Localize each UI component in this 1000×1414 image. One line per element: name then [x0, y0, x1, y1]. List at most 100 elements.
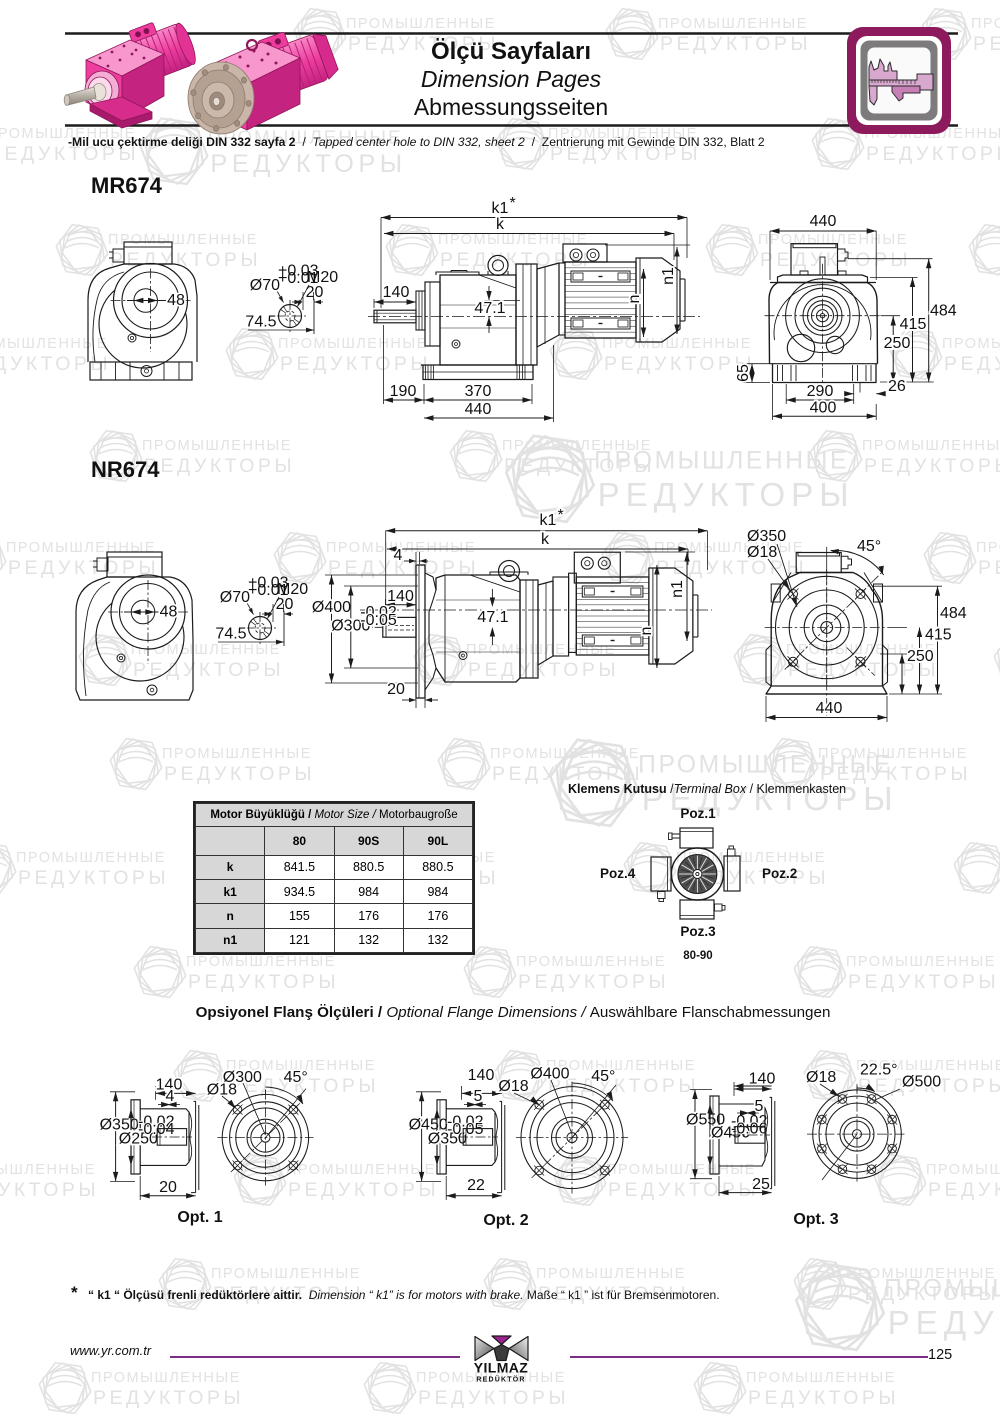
svg-text:Ø18: Ø18: [806, 1069, 836, 1086]
svg-text:ПРОМЫШЛЕННЫЕ: ПРОМЫШЛЕННЫЕ: [91, 1370, 241, 1386]
svg-text:Ø18: Ø18: [498, 1078, 528, 1095]
svg-text:-0.04: -0.04: [138, 1121, 175, 1138]
svg-text:ПРОМЫШЛЕННЫЕ: ПРОМЫШЛЕННЫЕ: [186, 954, 336, 970]
svg-text:k1: k1: [540, 512, 557, 529]
svg-text:-0.05: -0.05: [447, 1121, 484, 1138]
svg-text:ПРОМЫШЛЕННЫЕ: ПРОМЫШЛЕННЫЕ: [971, 16, 1000, 32]
svg-text:ПРОМЫШЛЕННЫЕ: ПРОМЫШЛЕННЫЕ: [438, 232, 588, 248]
svg-text:140: 140: [387, 588, 414, 605]
svg-text:YILMAZ: YILMAZ: [474, 1360, 529, 1376]
svg-text:РЕДУКТОРЫ: РЕДУКТОРЫ: [213, 1283, 364, 1305]
svg-text:ПРОМЫШЛЕННЫЕ: ПРОМЫШЛЕННЫЕ: [278, 336, 428, 352]
svg-text:ПРОМЫШЛЕННЫЕ: ПРОМЫШЛЕННЫЕ: [516, 954, 666, 970]
svg-text:ПРОМЫШЛЕННЫЕ: ПРОМЫШЛЕННЫЕ: [6, 540, 156, 556]
svg-text:РЕДУКТОРЫ: РЕДУКТОРЫ: [518, 971, 669, 993]
svg-text:РЕДУКТОРЫ: РЕДУКТОРЫ: [133, 659, 284, 681]
svg-text:190: 190: [390, 383, 417, 400]
svg-text:484: 484: [940, 605, 967, 622]
svg-text:370: 370: [465, 383, 492, 400]
svg-text:k1: k1: [492, 200, 509, 217]
svg-text:+0.03: +0.03: [278, 263, 319, 280]
svg-text:ПРОМЫШЛЕННЫЕ: ПРОМЫШЛЕННЫЕ: [162, 746, 312, 762]
svg-text:РЕДУКТОРЫ: РЕДУКТОРЫ: [348, 33, 499, 55]
svg-text:ПРОМЫШЛЕННЫЕ: ПРОМЫШЛЕННЫЕ: [226, 1058, 376, 1074]
svg-text:n1: n1: [669, 580, 686, 598]
svg-text:ПРОМЫШЛЕННЫЕ: ПРОМЫШЛЕННЫЕ: [0, 336, 108, 352]
svg-text:4: 4: [394, 547, 403, 564]
svg-text:РЕДУКТОРЫ: РЕДУКТОРЫ: [660, 33, 811, 55]
svg-text:ПРОМЫШЛЕННЫЕ: ПРОМЫШЛЕННЫЕ: [758, 232, 908, 248]
svg-text:РЕДУКТОРЫ: РЕДУКТОРЫ: [548, 1075, 699, 1097]
svg-text:290: 290: [807, 383, 834, 400]
svg-text:ПРОМЫШЛЕННЫЕ: ПРОМЫШЛЕННЫЕ: [0, 1162, 96, 1178]
svg-text:45°: 45°: [284, 1069, 308, 1086]
svg-text:k: k: [496, 216, 505, 233]
svg-text:484: 484: [930, 303, 957, 320]
svg-text:n: n: [626, 295, 643, 304]
svg-text:Ø70: Ø70: [220, 589, 250, 606]
svg-text:65: 65: [735, 364, 752, 382]
svg-text:ПРОМЫШЛЕННЫЕ: ПРОМЫШЛЕННЫЕ: [416, 1370, 566, 1386]
svg-text:45°: 45°: [591, 1068, 615, 1085]
svg-text:400: 400: [810, 400, 837, 417]
svg-text:РЕДУКТОРЫ: РЕДУКТОРЫ: [0, 353, 111, 375]
svg-text:Ø350: Ø350: [428, 1131, 467, 1148]
svg-text:Ø300: Ø300: [223, 1069, 262, 1086]
svg-text:Ø550: Ø550: [686, 1112, 725, 1129]
svg-text:440: 440: [810, 213, 837, 230]
svg-text:ПРОМЫШЛЕННЫЕ: ПРОМЫШЛЕННЫЕ: [536, 1266, 686, 1282]
svg-text:Ø400: Ø400: [312, 599, 351, 616]
svg-text:ПРОМЫШЛЕННЫЕ: ПРОМЫШЛЕННЫЕ: [16, 850, 166, 866]
svg-text:ПРОМЫШЛЕННЫЕ: ПРОМЫШЛЕННЫЕ: [846, 1266, 996, 1282]
svg-text:РЕДУКТОРЫ: РЕДУКТОРЫ: [978, 557, 1000, 579]
svg-text:M20: M20: [277, 581, 308, 598]
svg-text:РЕДУКТОРЫ: РЕДУКТОРЫ: [848, 971, 999, 993]
svg-text:РЕДУКТОРЫ: РЕДУКТОРЫ: [8, 557, 159, 579]
svg-text:РЕДУКТОРЫ: РЕДУКТОРЫ: [656, 557, 807, 579]
svg-text:5: 5: [474, 1088, 483, 1105]
svg-text:ПРОМЫШЛЕННЫЕ: ПРОМЫШЛЕННЫЕ: [658, 16, 808, 32]
svg-text:РЕДУКТОРЫ: РЕДУКТОРЫ: [228, 1075, 379, 1097]
svg-text:РЕДУКТОРЫ: РЕДУКТОРЫ: [144, 455, 295, 477]
svg-text:РЕДУКТОРЫ: РЕДУКТОРЫ: [538, 1283, 689, 1305]
svg-text:n1: n1: [660, 267, 677, 285]
svg-text:n: n: [638, 627, 655, 636]
svg-text:*: *: [558, 507, 564, 524]
svg-text:РЕДУКТОРЫ: РЕДУКТОРЫ: [748, 1387, 899, 1409]
svg-text:M20: M20: [307, 269, 338, 286]
svg-text:ПРОМЫШЛЕННЫЕ: ПРОМЫШЛЕННЫЕ: [602, 336, 752, 352]
svg-text:Ø350: Ø350: [100, 1117, 139, 1134]
svg-text:ПРОМЫШЛЕННЫЕ: ПРОМЫШЛЕННЫЕ: [286, 1162, 436, 1178]
svg-text:Ø450: Ø450: [711, 1125, 750, 1142]
svg-text:РЕДУКТОРЫ: РЕДУКТОРЫ: [164, 763, 315, 785]
svg-text:140: 140: [468, 1067, 495, 1084]
svg-text:РЕДУКТОРЫ: РЕДУКТОРЫ: [864, 455, 1000, 477]
svg-text:ПРОМЫШЛЕННЫЕ: ПРОМЫШЛЕННЫЕ: [326, 540, 476, 556]
svg-text:k: k: [541, 531, 550, 548]
svg-text:ПРОМЫШЛЕННЫЕ: ПРОМЫШЛЕННЫЕ: [131, 642, 281, 658]
svg-text:20: 20: [387, 681, 405, 698]
svg-text:Ø400: Ø400: [530, 1065, 569, 1082]
svg-text:Ø450: Ø450: [409, 1117, 448, 1134]
svg-text:ПРОМЫШЛЕННЫЕ: ПРОМЫШЛЕННЫЕ: [846, 954, 996, 970]
svg-text:РЕДУКТОРЫ: РЕДУКТОРЫ: [550, 143, 701, 165]
svg-text:РЕДУКТОРЫ: РЕДУКТОРЫ: [848, 1283, 999, 1305]
svg-text:74.5: 74.5: [215, 626, 246, 643]
svg-text:РЕДУКТОРЫ: РЕДУКТОРЫ: [642, 781, 899, 818]
svg-text:ПРОМЫШЛЕННЫЕ: ПРОМЫШЛЕННЫЕ: [546, 1058, 696, 1074]
svg-text:ПРОМЫШЛЕННЫЕ: ПРОМЫШЛЕННЫЕ: [606, 1162, 756, 1178]
svg-text:ПРОМЫШЛЕННЫЕ: ПРОМЫШЛЕННЫЕ: [548, 126, 698, 142]
svg-text:РЕДУКТОРЫ: РЕДУКТОРЫ: [973, 33, 1000, 55]
svg-text:ПРОМЫШЛЕННЫЕ: ПРОМЫШЛЕННЫЕ: [0, 126, 136, 142]
svg-text:ПРОМЫШЛЕННЫЕ: ПРОМЫШЛЕННЫЕ: [942, 336, 1000, 352]
svg-text:-0.05: -0.05: [360, 612, 397, 629]
svg-text:47.1: 47.1: [474, 300, 505, 317]
svg-text:РЕДУКТОРЫ: РЕДУКТОРЫ: [820, 763, 971, 785]
svg-text:ПРОМЫШЛЕННЫЕ: ПРОМЫШЛЕННЫЕ: [862, 438, 1000, 454]
svg-text:РЕДУКТОРЫ: РЕДУКТОРЫ: [468, 659, 619, 681]
svg-text:Ø250: Ø250: [119, 1131, 158, 1148]
svg-text:ПРОМЫШЛЕННЫЕ: ПРОМЫШЛЕННЫЕ: [594, 448, 849, 475]
svg-text:ПРОМЫШЛЕННЫЕ: ПРОМЫШЛЕННЫЕ: [346, 16, 496, 32]
svg-text:РЕДУКТОРЫ: РЕДУКТОРЫ: [0, 143, 139, 165]
svg-text:ПРОМЫШЛЕННЫЕ: ПРОМЫШЛЕННЫЕ: [976, 540, 1000, 556]
